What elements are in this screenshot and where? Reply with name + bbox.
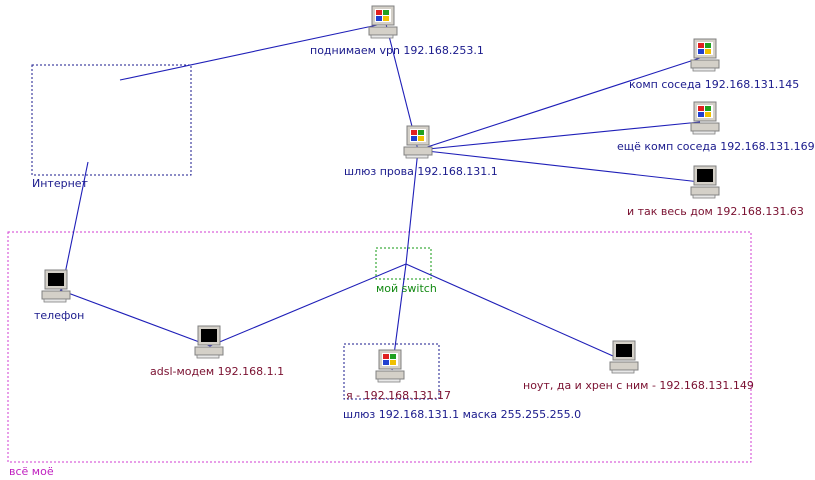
network-diagram bbox=[7, 5, 752, 463]
my-computer-icon[interactable] bbox=[375, 349, 405, 383]
link-switch-laptop bbox=[405, 263, 623, 361]
link-gateway-building bbox=[417, 149, 701, 183]
my-pc-label: я - 192.168.131.17 bbox=[346, 389, 452, 402]
my-pc-sublabel: шлюз 192.168.131.1 маска 255.255.255.0 bbox=[343, 408, 582, 421]
phone-computer-icon[interactable] bbox=[41, 269, 71, 303]
link-modem-switch bbox=[209, 263, 407, 347]
neighbor1-computer-icon[interactable] bbox=[690, 38, 720, 72]
links bbox=[59, 23, 701, 371]
gateway-label: шлюз прова 192.168.131.1 bbox=[344, 165, 498, 178]
gateway-computer-icon[interactable] bbox=[403, 125, 433, 159]
modem-computer-icon[interactable] bbox=[194, 325, 224, 359]
home-group-label: всё моё bbox=[9, 465, 54, 478]
link-phone-modem bbox=[59, 289, 211, 347]
building-label: и так весь дом 192.168.131.63 bbox=[627, 205, 804, 218]
switch-group-box bbox=[375, 247, 432, 280]
neighbor2-computer-icon[interactable] bbox=[690, 101, 720, 135]
link-gateway-neighbor1 bbox=[417, 57, 701, 151]
vpn-label: поднимаем vpn 192.168.253.1 bbox=[310, 44, 484, 57]
internet-group-box bbox=[31, 64, 192, 176]
phone-label: телефон bbox=[34, 309, 85, 322]
internet-group-label: Интернет bbox=[32, 177, 88, 190]
home-group-box bbox=[7, 231, 752, 463]
building-computer-icon[interactable] bbox=[690, 165, 720, 199]
laptop-computer-icon[interactable] bbox=[609, 340, 639, 374]
vpn-computer-icon[interactable] bbox=[368, 5, 398, 39]
neighbor2-label: ещё комп соседа 192.168.131.169 bbox=[617, 140, 815, 153]
laptop-label: ноут, да и хрен с ним - 192.168.131.149 bbox=[523, 379, 754, 392]
modem-label: adsl-модем 192.168.1.1 bbox=[150, 365, 285, 378]
my-pc-group-box bbox=[343, 343, 440, 400]
neighbor1-label: комп соседа 192.168.131.145 bbox=[629, 78, 800, 91]
switch-group-label: мой switch bbox=[376, 282, 437, 295]
link-internet-vpn bbox=[119, 23, 383, 81]
link-gateway-switch bbox=[405, 149, 419, 265]
link-gateway-neighbor2 bbox=[417, 121, 701, 151]
